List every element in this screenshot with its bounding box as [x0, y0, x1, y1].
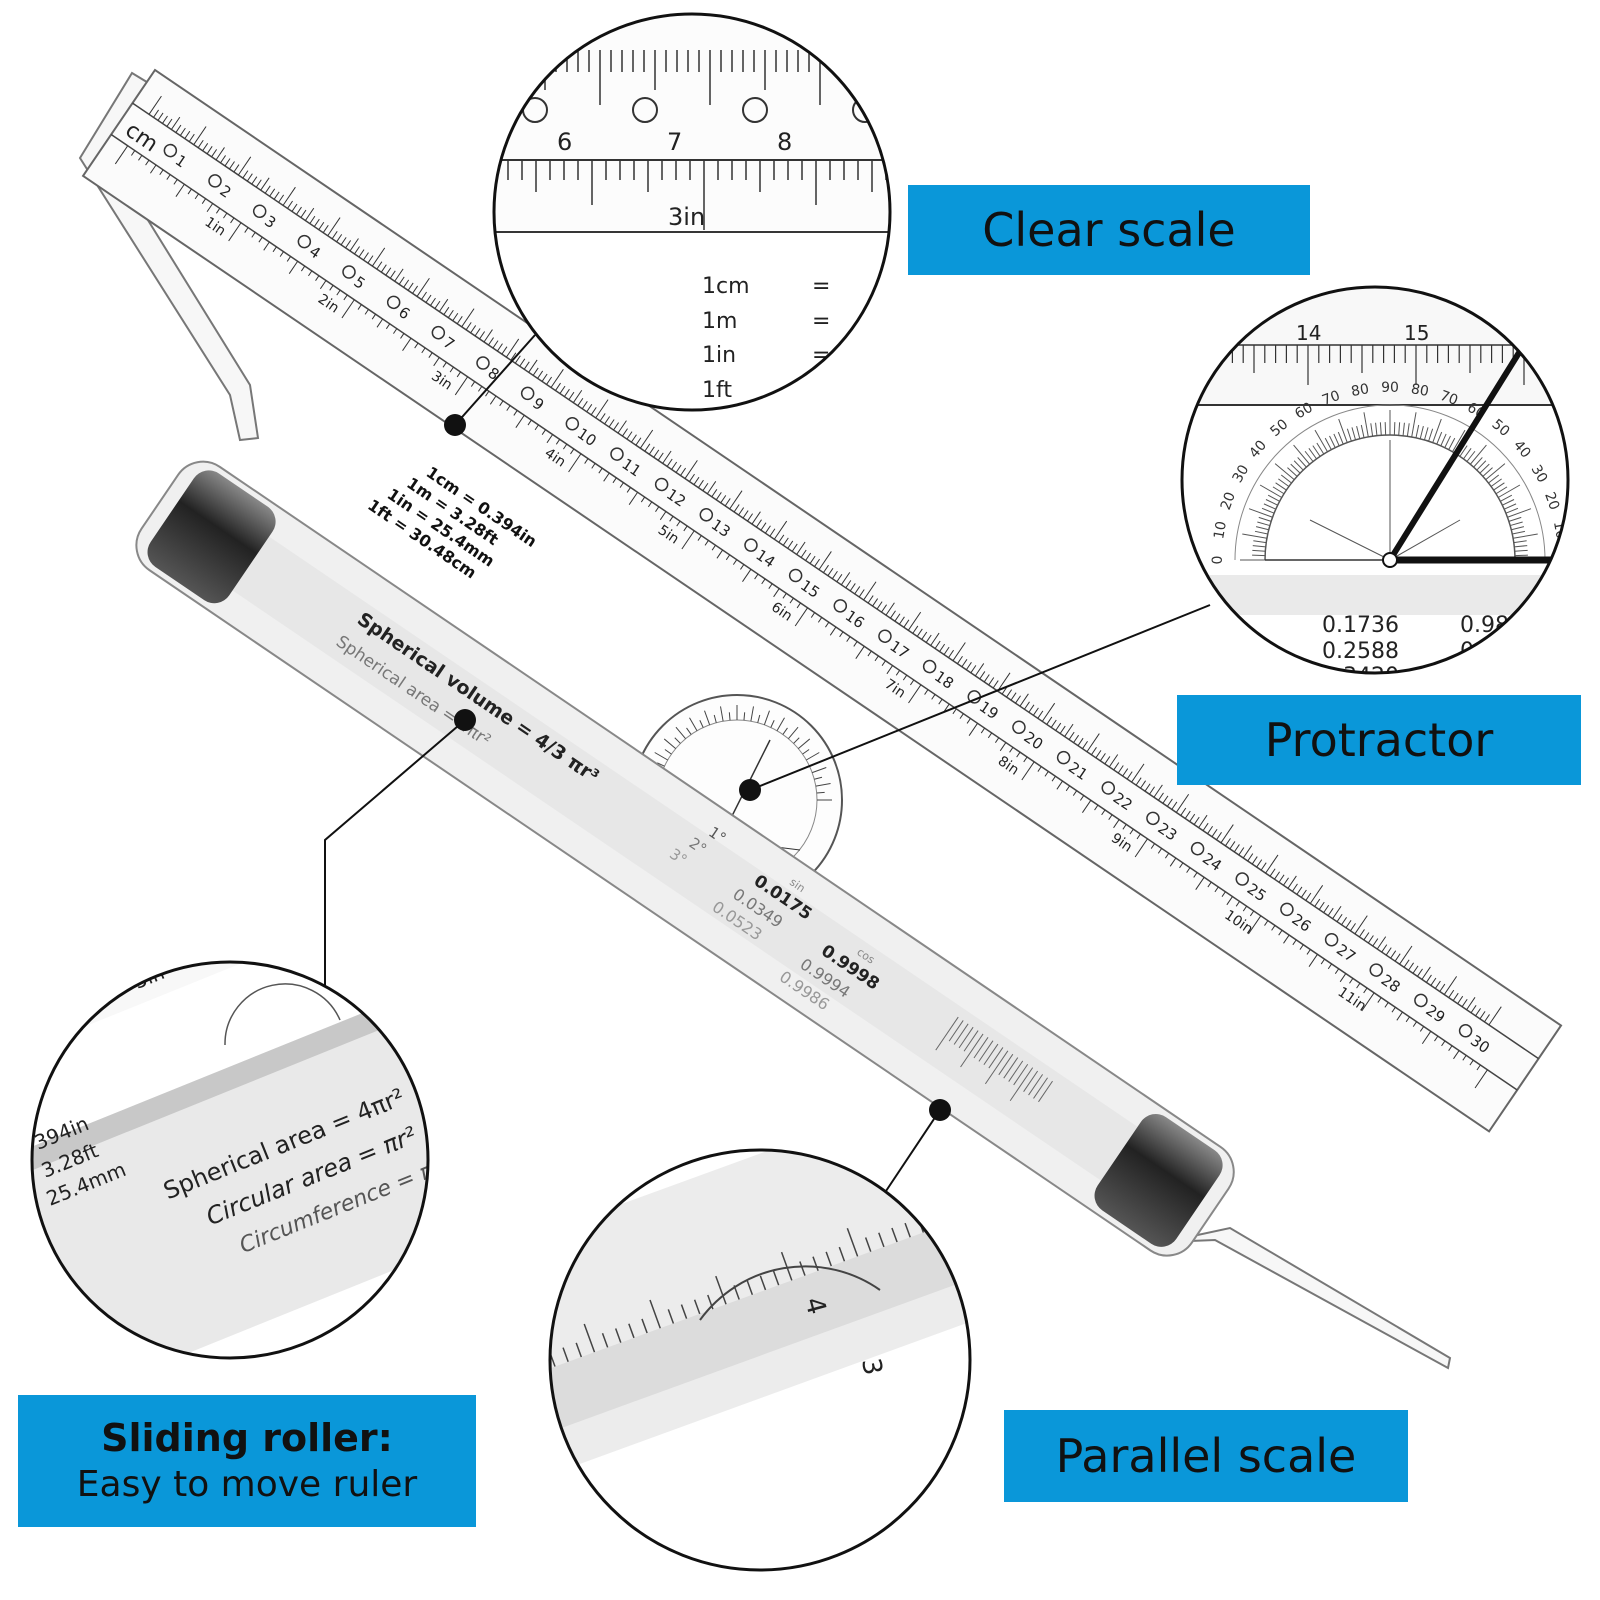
cm-number: 6	[557, 128, 572, 156]
sliding-roller[interactable]: Spherical volume = 4/3 πr³ Spherical are…	[125, 450, 1246, 1267]
degree-label: 70	[1320, 388, 1342, 409]
scale-number: 4	[798, 1294, 831, 1318]
degree-label: 60	[1292, 400, 1315, 423]
parallel-ruler: 1234567891011121314151617181920212223242…	[78, 68, 1563, 1370]
conv-left: 1cm	[702, 274, 750, 299]
protractor-text: Protractor	[1264, 713, 1494, 767]
degree-label: 70	[1438, 388, 1460, 409]
degree-label: 90	[1381, 380, 1399, 396]
degree-label: 30	[1528, 462, 1551, 485]
conv-left: 1in	[702, 343, 736, 368]
degree-label: 10	[1211, 520, 1230, 540]
degree-label: 20	[1218, 490, 1239, 512]
degree-label: 80	[1350, 381, 1370, 400]
degree-label: 80	[1410, 381, 1430, 400]
table-value: 0.9848	[1460, 613, 1537, 638]
inch-label: 3in	[668, 203, 705, 231]
table-value: 0.1736	[1322, 613, 1399, 638]
degree-label: 30	[1230, 462, 1253, 485]
conv-left: 1ft	[702, 378, 732, 403]
conv-left: 1m	[702, 309, 737, 334]
table-value: 0.96	[1460, 639, 1509, 664]
scale-number: 3	[855, 1356, 887, 1378]
equals: =	[812, 309, 830, 334]
scale-number: 14	[1296, 321, 1321, 345]
callout-lines	[324, 334, 1211, 1216]
cm-number: 7	[667, 128, 682, 156]
table-value: 0.3420	[1322, 664, 1399, 689]
clear-scale-text: Clear scale	[982, 203, 1236, 257]
scale-number: 16	[1512, 321, 1537, 345]
cm-ticks	[114, 95, 1502, 1089]
parallel-scale-text: Parallel scale	[1055, 1429, 1357, 1483]
protractor-label: Protractor	[1177, 695, 1581, 785]
sliding-roller-title: Sliding roller:	[101, 1415, 393, 1460]
degree-label: 0	[1210, 556, 1226, 565]
clear-scale-label: Clear scale	[908, 185, 1310, 275]
parallel-scale-label: Parallel scale	[1004, 1410, 1408, 1502]
cm-number: 8	[777, 128, 792, 156]
sliding-roller-label: Sliding roller: Easy to move ruler	[18, 1395, 476, 1527]
conversion-table: 1cm = 0.394in 1m = 3.28ft 1in = 25.4mm 1…	[364, 463, 540, 583]
table-value: 0.2588	[1322, 639, 1399, 664]
callout-dots	[444, 414, 951, 1121]
sliding-roller-subtitle: Easy to move ruler	[76, 1464, 418, 1506]
scale-number: 15	[1404, 321, 1429, 345]
equals: =	[812, 274, 830, 299]
degree-label: 20	[1541, 490, 1562, 512]
